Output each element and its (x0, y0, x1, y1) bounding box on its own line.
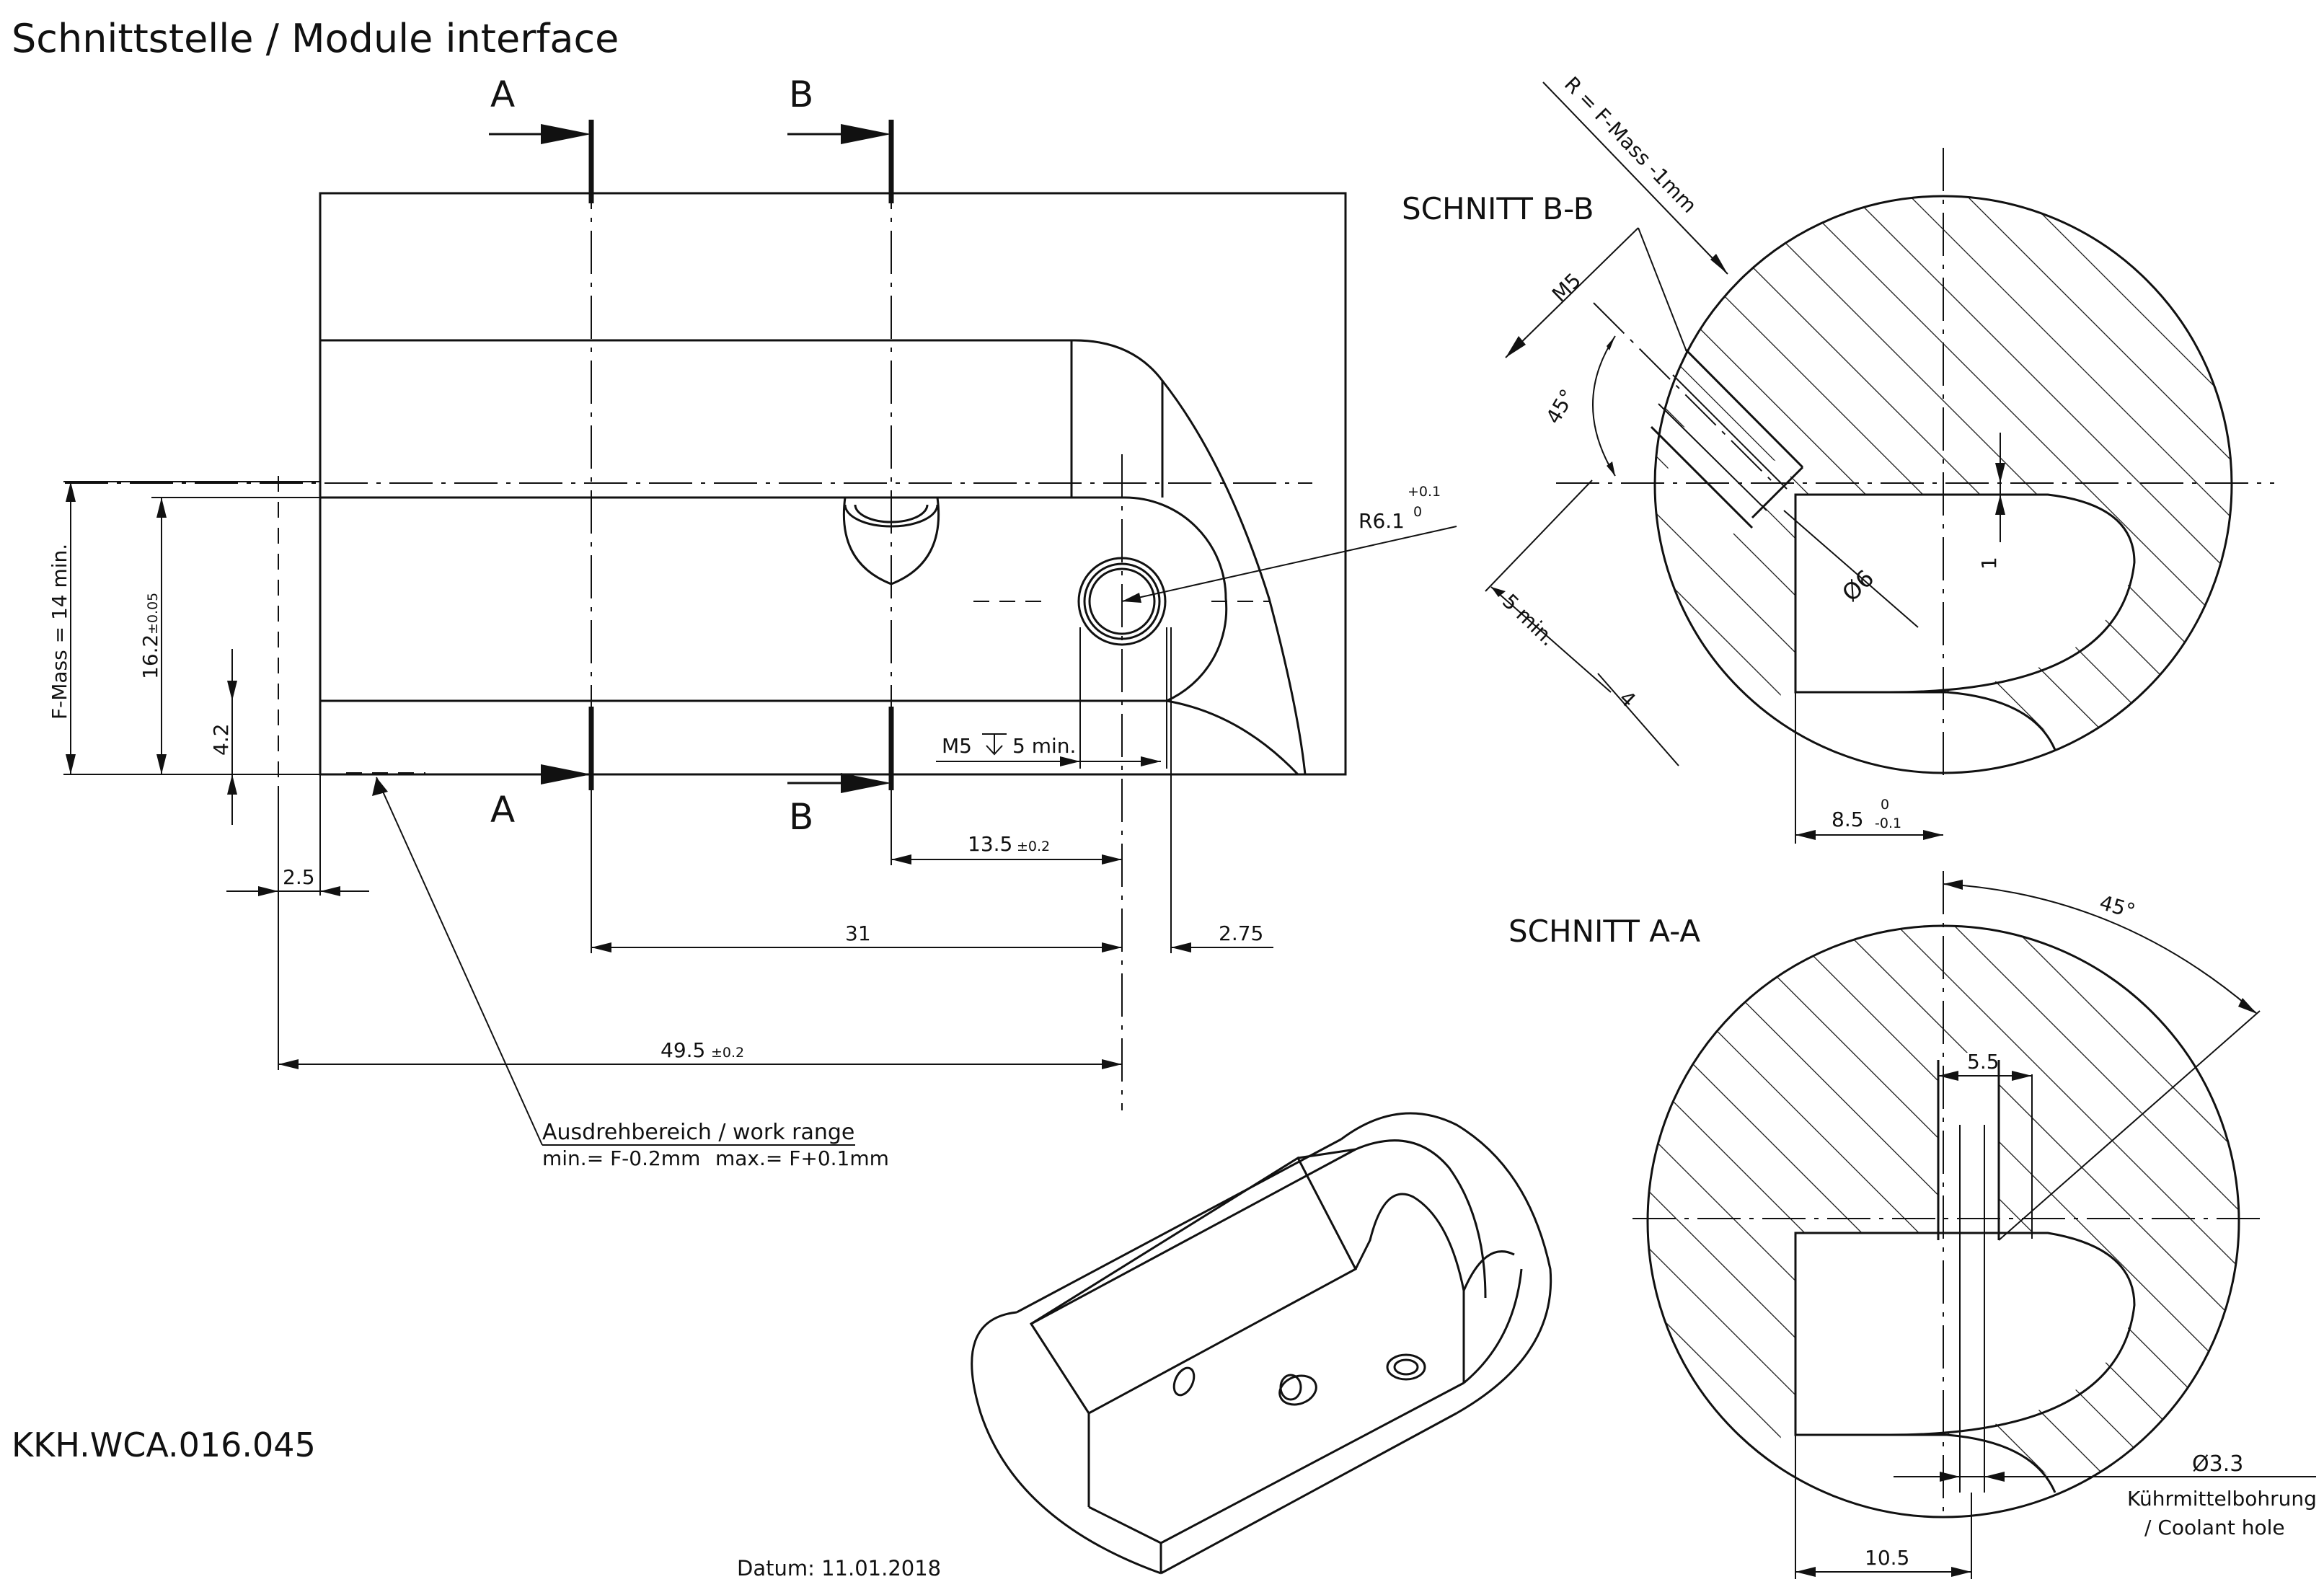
section-aa-dimensions: 45° 5.5 Ø3.3 Kührmittelbohrung / Coolant… (1795, 880, 2317, 1579)
section-bb-title: SCHNITT B-B (1402, 191, 1594, 226)
dim-aa-10-5: 10.5 (1865, 1546, 1909, 1570)
dim-13-5: 13.5 (968, 832, 1012, 856)
dim-bb-8-5-tol-low: -0.1 (1875, 815, 1901, 831)
dim-aa-dia: Ø3.3 (2192, 1451, 2243, 1477)
dim-bb-thread: M5 (1547, 268, 1586, 306)
dim-f-mass: F-Mass = 14 min. (48, 544, 71, 720)
dim-radius: R6.1 (1358, 509, 1405, 533)
dim-aa-5-5: 5.5 (1967, 1050, 2000, 1074)
cut-label-b-bottom: B (789, 796, 813, 838)
dim-49-5: 49.5 (660, 1038, 705, 1062)
dim-bb-8-5-tol-up: 0 (1881, 797, 1889, 813)
cut-label-b-top: B (789, 74, 813, 115)
dim-bb-1: 1 (1977, 557, 2001, 570)
dim-4-2: 4.2 (209, 723, 233, 756)
dim-bb-depth: 5 min. (1498, 589, 1560, 650)
section-aa-title: SCHNITT A-A (1508, 914, 1700, 949)
section-cut-b: B B (787, 74, 894, 838)
main-view-dimensions: F-Mass = 14 min. 16.2 ±0.05 4.2 2.5 R6.1… (48, 481, 1457, 1170)
drawing-date: Datum: 11.01.2018 (737, 1556, 941, 1581)
cut-label-a-top: A (490, 74, 515, 115)
coolant-label-de: Kührmittelbohrung (2127, 1487, 2317, 1511)
work-range-max: max.= F+0.1mm (715, 1146, 889, 1170)
dim-thread-depth: 5 min. (1012, 734, 1076, 758)
part-number: KKH.WCA.016.045 (12, 1425, 316, 1464)
section-aa-view (1632, 871, 2264, 1519)
dim-13-5-tol: ±0.2 (1017, 839, 1050, 854)
dim-bb-4: 4 (1614, 686, 1640, 712)
dim-2-75: 2.75 (1219, 921, 1263, 945)
section-bb-view (1556, 148, 2274, 779)
depth-symbol-icon (982, 733, 1007, 756)
section-cut-a: A A (489, 74, 594, 831)
dim-radius-tol-up: +0.1 (1408, 484, 1441, 500)
dim-49-5-tol: ±0.2 (711, 1045, 744, 1061)
cut-label-a-bottom: A (490, 789, 515, 831)
dim-thread: M5 (942, 734, 972, 758)
isometric-view (971, 1112, 1552, 1575)
dim-31: 31 (845, 921, 871, 945)
dim-bb-8-5: 8.5 (1832, 808, 1864, 831)
work-range-min: min.= F-0.2mm (542, 1146, 700, 1170)
work-range-title: Ausdrehbereich / work range (542, 1120, 854, 1145)
dim-16-2: 16.2 (138, 635, 162, 679)
drawing-title: Schnittstelle / Module interface (12, 16, 619, 61)
dim-2-5: 2.5 (283, 865, 315, 889)
coolant-label-en: / Coolant hole (2144, 1516, 2285, 1539)
dim-bb-angle: 45° (1541, 385, 1579, 428)
dim-radius-tol-low: 0 (1413, 504, 1422, 520)
main-view (65, 166, 1347, 1110)
dim-16-2-tol: ±0.05 (145, 593, 161, 635)
